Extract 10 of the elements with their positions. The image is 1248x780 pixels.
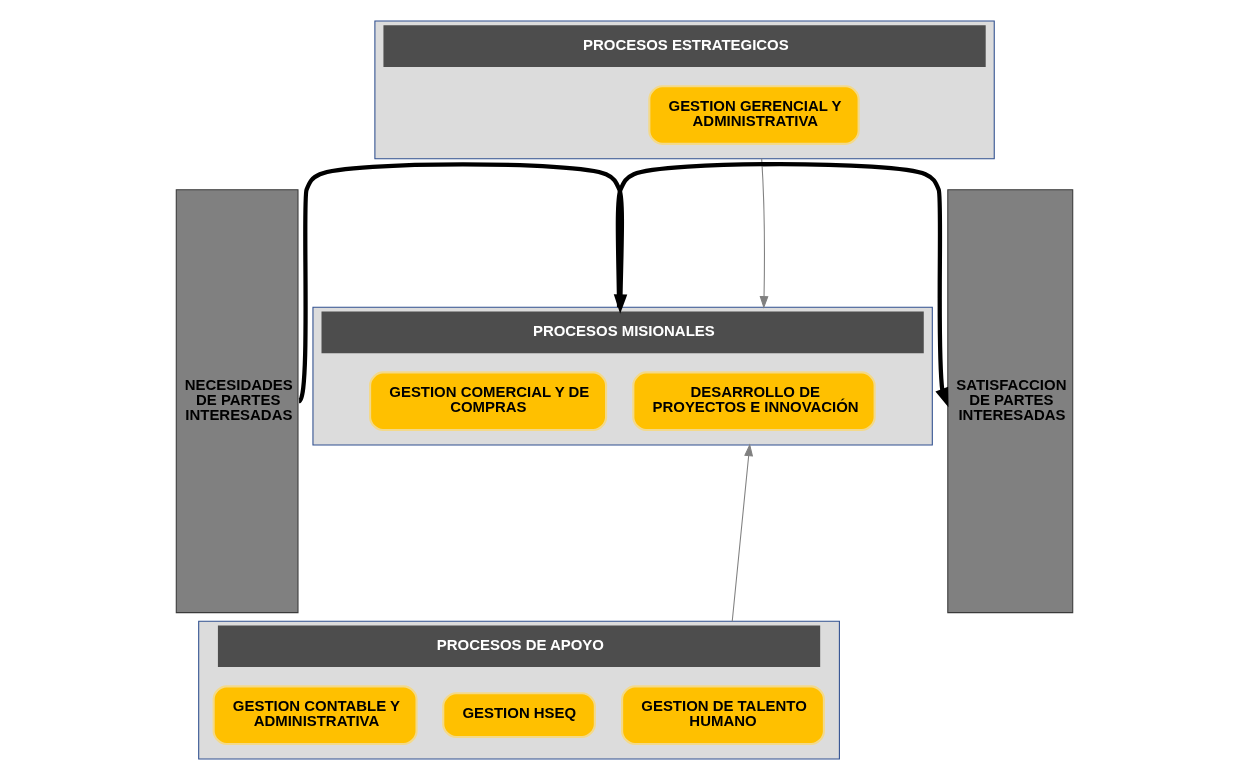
node-box: GESTION COMERCIAL Y DE COMPRAS (368, 371, 607, 432)
node-box: GESTION CONTABLE Y ADMINISTRATIVA (212, 685, 418, 746)
arrow (759, 158, 769, 309)
node-box: GESTION GERENCIAL Y ADMINISTRATIVA (647, 85, 860, 145)
arrow (731, 443, 753, 622)
node-box: GESTION DE TALENTO HUMANO (620, 685, 825, 746)
node-box: SATISFACCION DE PARTES INTERESADAS (946, 189, 1073, 614)
node-box: GESTION HSEQ (441, 692, 596, 739)
node-box: DESARROLLO DE PROYECTOS E INNOVACIÓN (631, 371, 876, 432)
node-box: NECESIDADES DE PARTES INTERESADAS (175, 189, 299, 614)
